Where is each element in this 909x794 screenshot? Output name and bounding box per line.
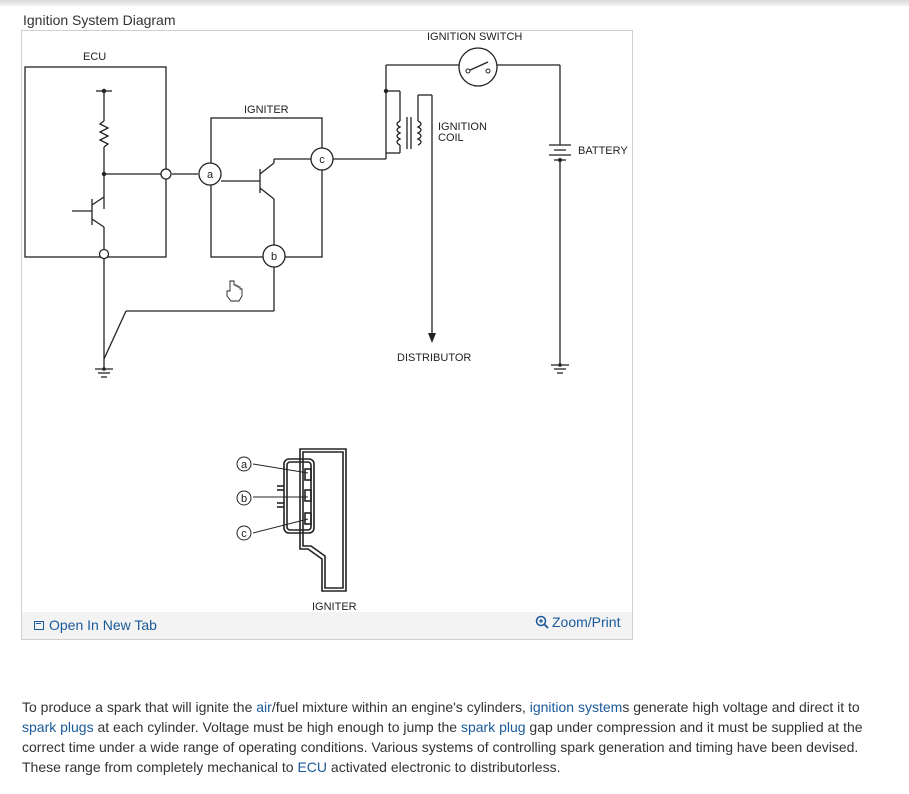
zoom-print-link[interactable]: Zoom/Print [535,614,620,630]
open-in-new-tab-link[interactable]: Open In New Tab [34,617,157,633]
svg-text:c: c [241,528,247,540]
ecu-box [24,66,167,258]
link-ecu[interactable]: ECU [297,759,328,775]
igniter-label: IGNITER [244,104,289,116]
zoom-icon [535,615,549,629]
svg-text:b: b [241,493,247,505]
link-air[interactable]: air [256,699,272,715]
zoom-print-label: Zoom/Print [552,614,621,630]
ignition-coil-label-2: COIL [438,132,464,144]
svg-text:c: c [319,154,325,166]
pin-b [262,244,286,268]
igniter-box [210,117,323,258]
svg-text:a: a [207,169,214,181]
distributor-arrow [428,333,436,343]
coil-primary [396,120,402,146]
pin-a [198,162,222,186]
pin-c [310,147,334,171]
distributor-label: DISTRIBUTOR [397,352,471,364]
ignition-coil-label-1: IGNITION [438,121,487,133]
svg-text:a: a [241,459,248,471]
svg-text:b: b [271,251,277,263]
hand-cursor-icon [226,280,243,302]
article-paragraph: To produce a spark that will ignite the … [22,699,863,775]
connector-igniter-label: IGNITER [312,601,357,611]
coil-secondary [416,120,422,146]
igniter-connector [277,448,347,592]
figure-footer [22,612,632,639]
link-spark-plug[interactable]: spark plug [460,719,526,735]
battery-label: BATTERY [578,145,628,157]
top-bar [0,0,909,6]
link-spark-plugs[interactable]: spark plugs [22,719,94,735]
open-tab-icon [34,620,44,630]
resistor [98,120,110,148]
ecu-label: ECU [83,51,106,63]
link-ignition-system[interactable]: ignition system [529,699,623,715]
ignition-switch-label: IGNITION SWITCH [427,31,522,43]
open-in-new-tab-label: Open In New Tab [49,617,157,633]
figure-title: Ignition System Diagram [23,12,176,28]
ignition-diagram[interactable]: a b c ECU IGNITER IGNITION SWITCH IGNITI… [22,31,632,611]
